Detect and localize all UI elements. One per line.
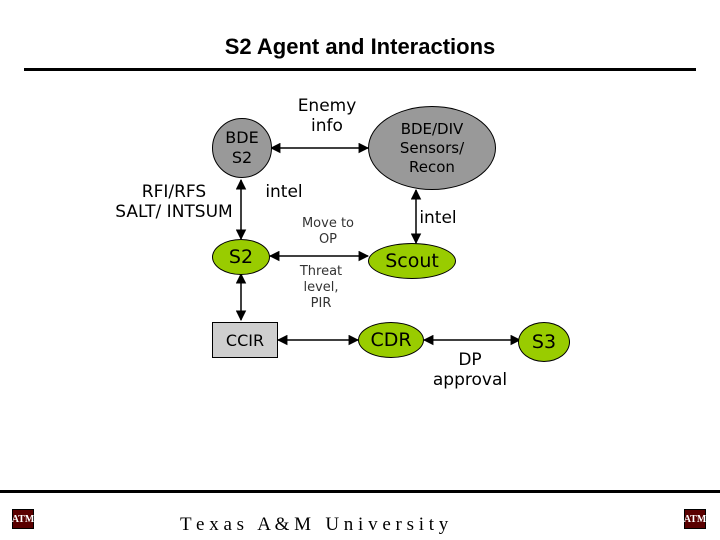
title-divider <box>24 68 696 71</box>
ccir-box: CCIR <box>212 322 278 358</box>
footer-divider <box>0 490 720 493</box>
footer-university-text: T e x a s A & M U n i v e r s i t y <box>180 514 449 535</box>
bde-div-sensors-node: BDE/DIV Sensors/ Recon <box>368 106 496 190</box>
rfi-salt-intsum-label: RFI/RFS SALT/ INTSUM <box>115 182 233 222</box>
s2-node: S2 <box>212 239 270 275</box>
intel-right-label: intel <box>419 208 457 228</box>
bde-s2-node: BDE S2 <box>212 118 272 178</box>
intel-left-label: intel <box>265 182 303 202</box>
dp-approval-label: DP approval <box>432 350 508 390</box>
scout-node: Scout <box>368 243 456 279</box>
s3-node: S3 <box>518 322 570 362</box>
atm-logo-left: ATM <box>12 509 34 529</box>
cdr-node: CDR <box>358 322 424 358</box>
footer <box>0 488 720 540</box>
enemy-info-label: Enemy info <box>297 96 357 136</box>
atm-logo-right: ATM <box>684 509 706 529</box>
move-to-op-label: Move to OP <box>301 216 355 247</box>
page-title: S2 Agent and Interactions <box>224 34 496 59</box>
threat-level-pir-label: Threat level, PIR <box>299 264 343 311</box>
